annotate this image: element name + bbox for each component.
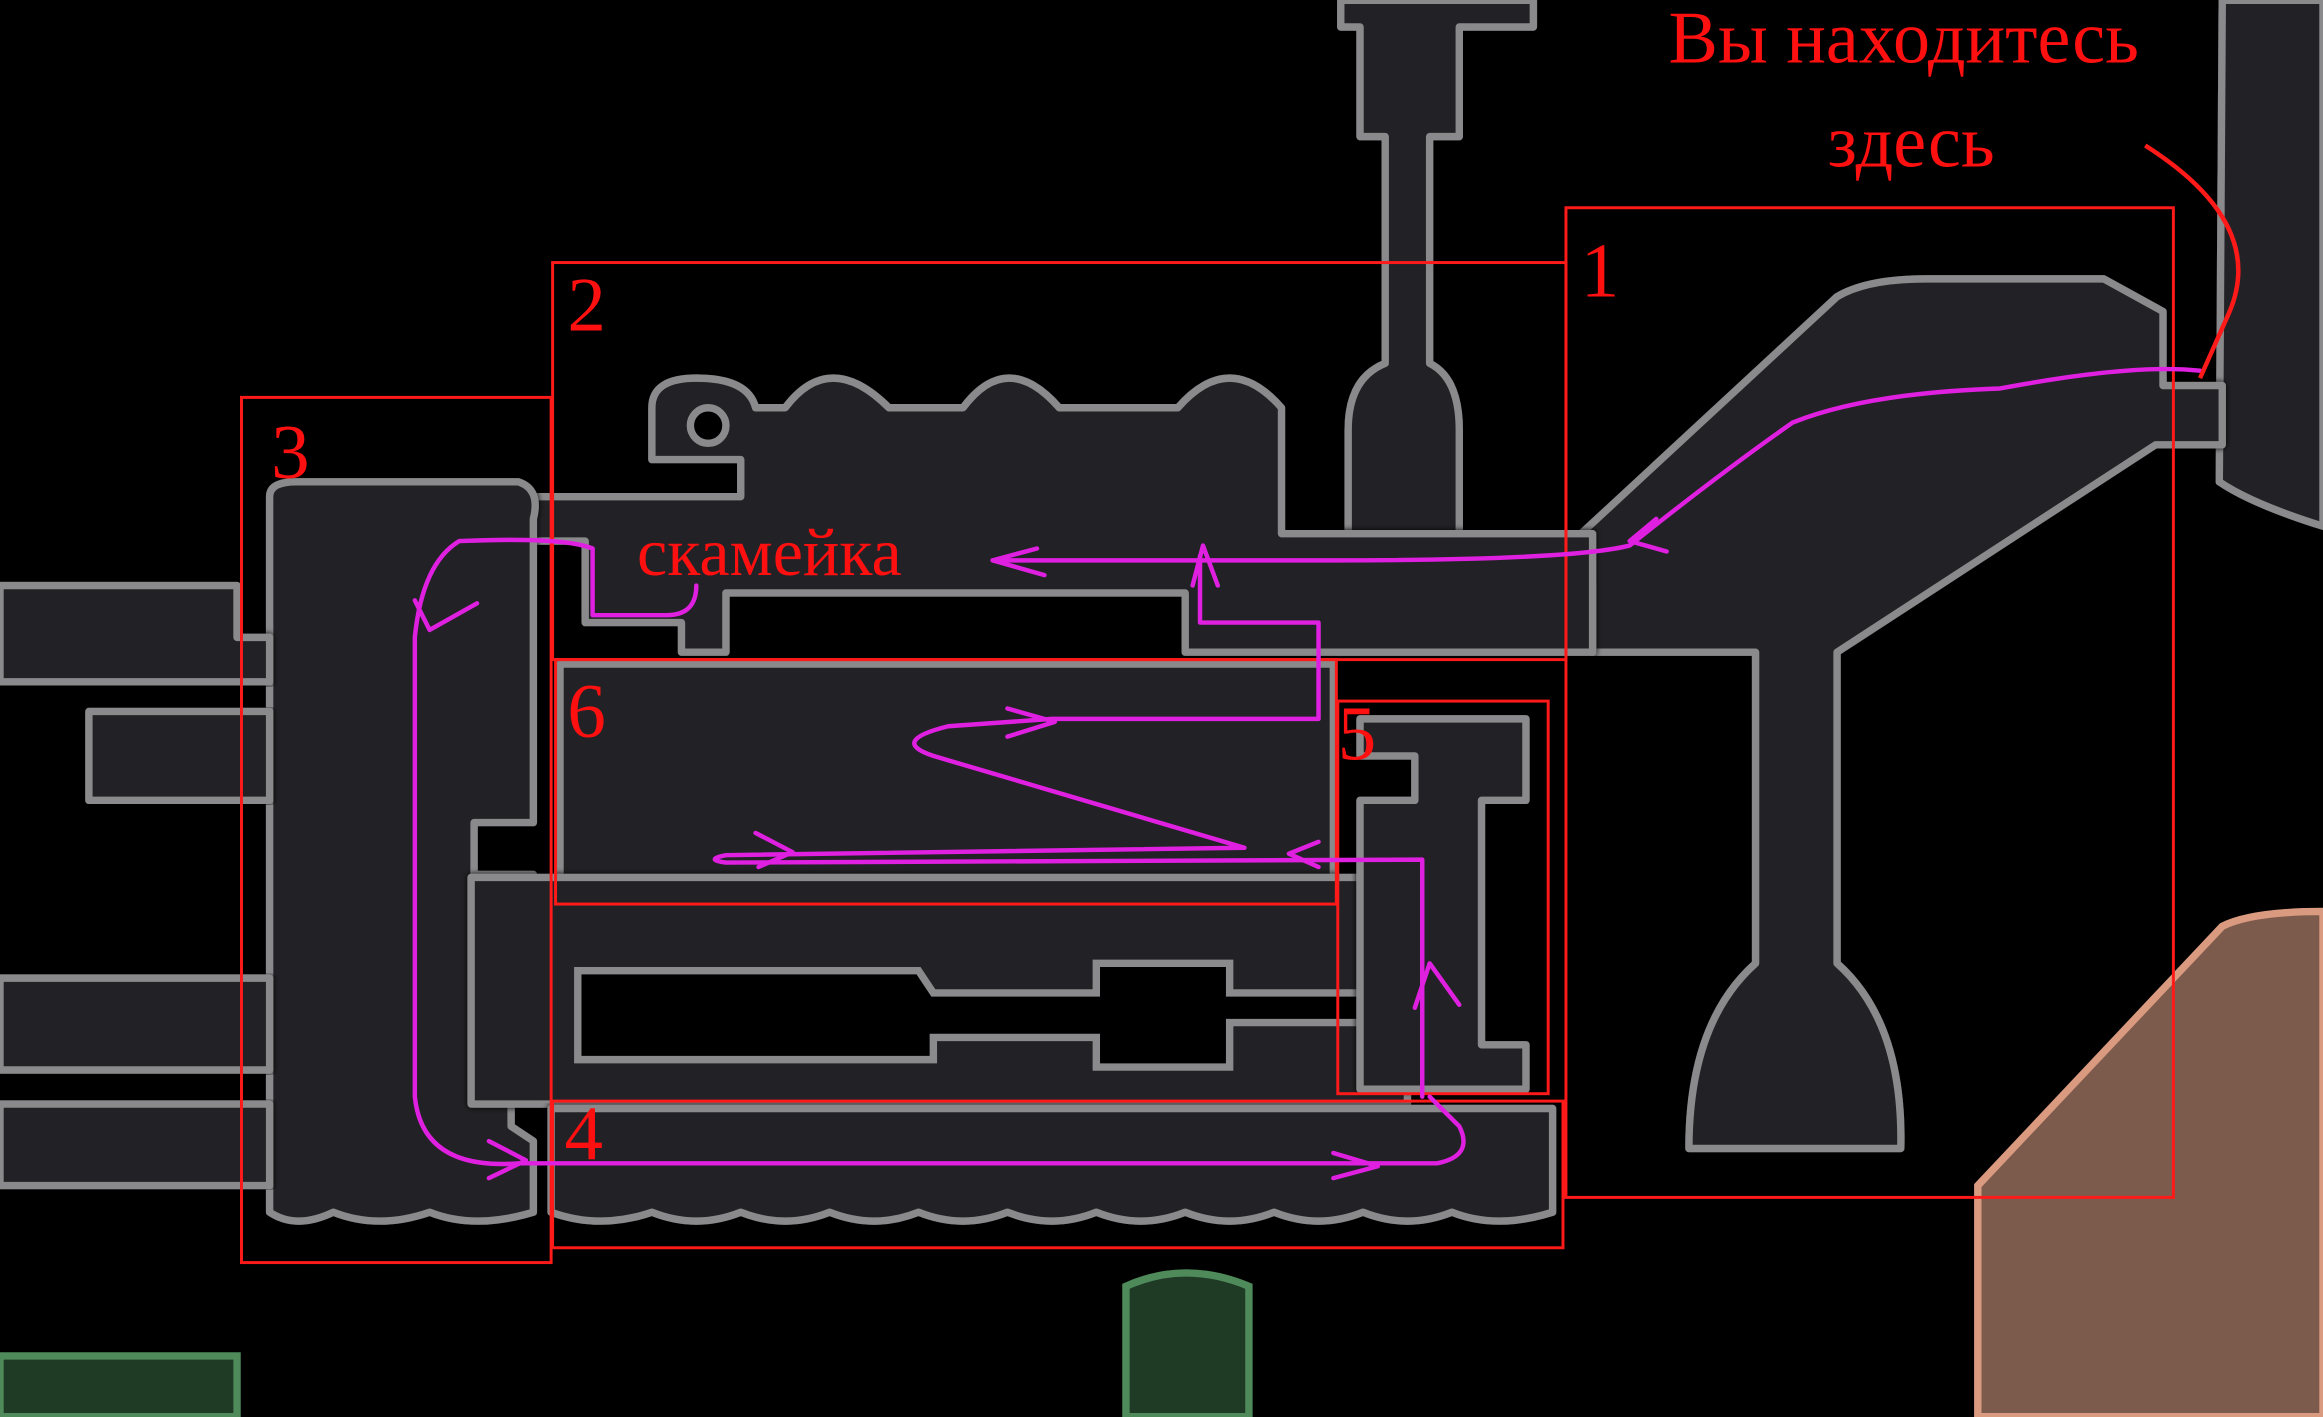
bench-ring [686, 404, 730, 448]
zone-3-room [265, 478, 539, 1225]
route-path [412, 366, 2203, 1181]
zone-2-upper-room [529, 374, 1597, 656]
zone-number-1: 1 [1581, 228, 1620, 314]
zone-boxes [240, 206, 2175, 1265]
zone-number-5: 5 [1338, 690, 1377, 776]
you-are-here-arrow [2144, 143, 2241, 380]
left-corridor-2 [85, 707, 274, 805]
neighbor-area-green-middle [1122, 1269, 1253, 1417]
neighbor-area-peach [1974, 907, 2323, 1417]
zone-box-1 [1564, 206, 2175, 1199]
zone-number-2: 2 [567, 262, 606, 348]
zone-box-6 [554, 658, 1338, 906]
zone-number-3: 3 [271, 408, 310, 494]
left-corridor-1 [0, 581, 274, 686]
bench-label: скамейка [637, 514, 902, 590]
zone-number-6: 6 [567, 668, 606, 754]
you-are-here-label-line1: Вы находитесь [1669, 0, 2139, 80]
left-corridor-3 [0, 974, 274, 1074]
right-top-shaft [2215, 0, 2323, 530]
neighbor-area-green-left [0, 1352, 241, 1417]
zone-box-4 [551, 1099, 1565, 1250]
zone-1-area [1574, 275, 2226, 1153]
zone-box-3 [240, 395, 553, 1265]
top-shaft [1337, 0, 1538, 538]
you-are-here-label-line2: здесь [1828, 101, 1995, 183]
left-corridor-4 [0, 1100, 274, 1190]
zone-5-room [1356, 715, 1530, 1093]
